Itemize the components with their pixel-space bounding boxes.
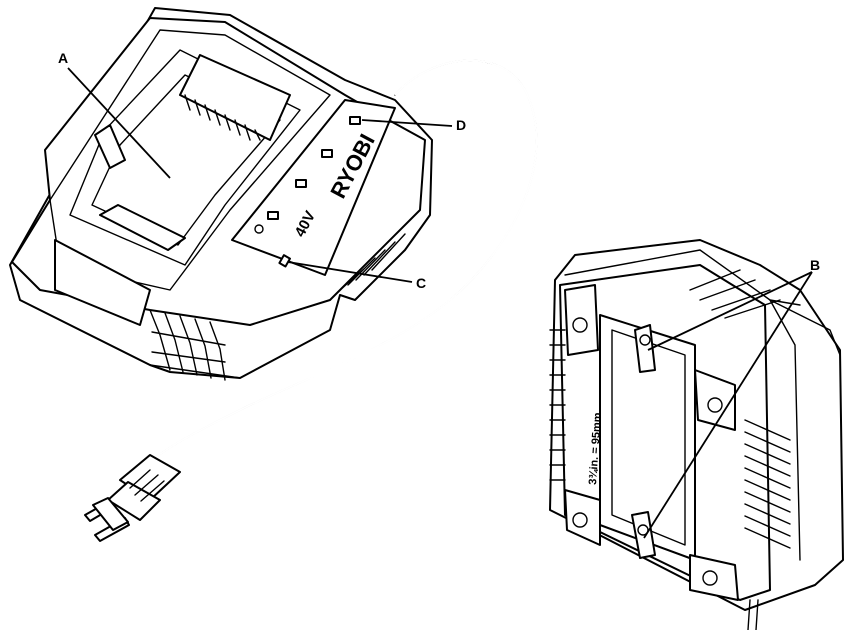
leader-line-d	[361, 119, 453, 127]
leader-line-b2	[643, 271, 813, 539]
charger-icon	[254, 116, 361, 234]
plate-dimension-label: 3¾in. = 95mm	[587, 412, 604, 485]
charger-body	[9, 7, 433, 381]
led-indicator-icon	[278, 254, 291, 268]
leader-line-b1	[647, 271, 813, 351]
callout-d: D	[456, 117, 467, 133]
leader-lines	[67, 67, 813, 539]
leader-line-a	[67, 67, 171, 179]
mounting-plate	[549, 239, 844, 630]
leader-line-c	[287, 261, 413, 283]
power-cord	[149, 59, 538, 463]
wall-mount-slot-icon	[631, 324, 656, 559]
callout-a: A	[58, 50, 69, 66]
power-plug-icon	[84, 454, 181, 542]
callout-b: B	[810, 257, 821, 273]
callout-c: C	[416, 275, 427, 291]
